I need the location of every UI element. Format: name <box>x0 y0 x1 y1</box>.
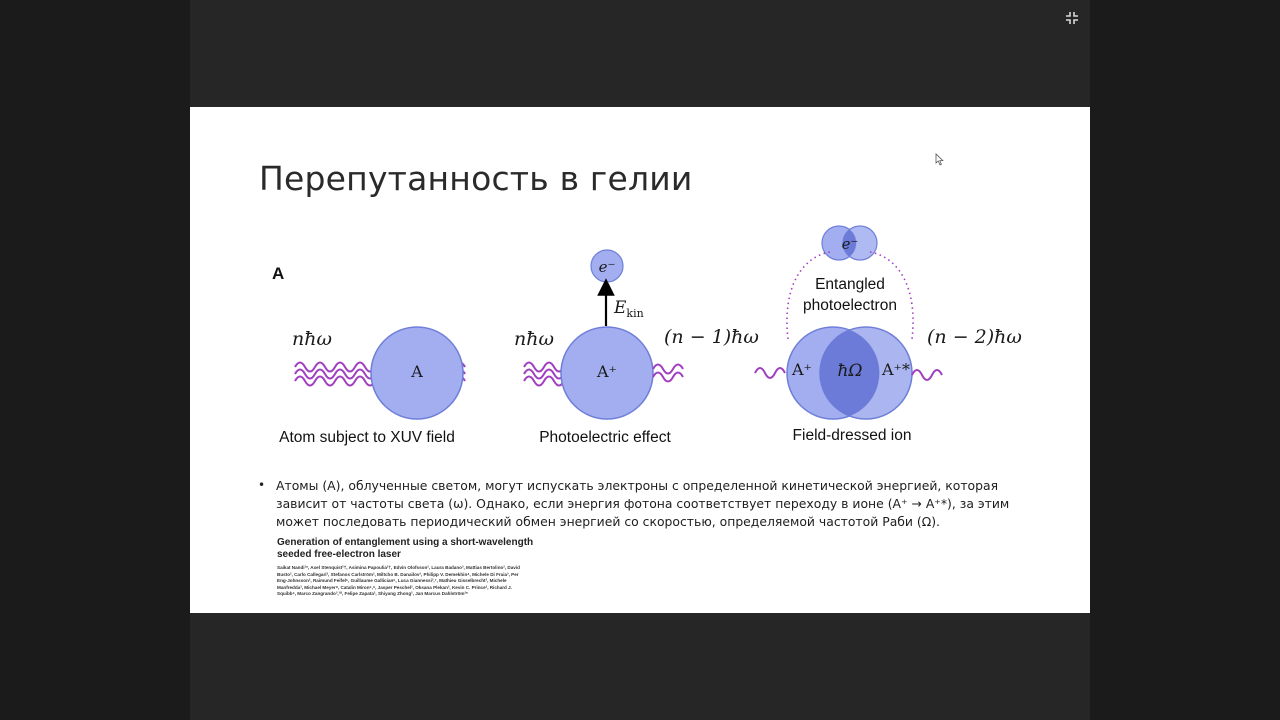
entangled-label-1: Entangled <box>815 276 885 293</box>
mouse-cursor-icon <box>935 153 944 166</box>
panel-label: A <box>272 264 284 283</box>
atom-sphere <box>370 326 464 420</box>
photon-label-2: nħω <box>514 328 554 350</box>
rabi-label: ħΩ <box>837 361 862 381</box>
bullet-text: Атомы (А), облученные светом, могут испу… <box>276 478 1010 529</box>
atom-label: A <box>410 362 423 381</box>
caption-atom: Atom subject to XUV field <box>279 429 455 446</box>
presentation-slide: Перепутанность в гелии A nħω A Atom subj… <box>190 107 1090 613</box>
caption-photoelectric: Photoelectric effect <box>539 429 671 446</box>
entangled-electron-overlap <box>842 229 857 257</box>
entanglement-figure: A nħω A Atom subject to XUV field e⁻ Eki… <box>272 225 1022 446</box>
photon-wave-4 <box>754 367 786 379</box>
dressed-ion-label-right: A⁺* <box>881 360 910 379</box>
ekin-label: Ekin <box>613 298 644 320</box>
photon-label-4: (n − 2)ħω <box>927 326 1022 348</box>
viewer-bottom-area <box>190 613 1090 720</box>
electron-label: e⁻ <box>599 258 616 276</box>
caption-field-dressed: Field-dressed ion <box>793 427 912 444</box>
dressed-ion-label-left: A⁺ <box>791 360 812 379</box>
viewer-top-area <box>190 0 1090 107</box>
entangled-label-2: photoelectron <box>803 297 897 314</box>
paper-authors: Saikat Nandi¹*, Axel Stenquist²†, Asimin… <box>277 565 520 596</box>
exit-fullscreen-icon[interactable] <box>1062 8 1082 28</box>
photon-wave-5 <box>911 369 943 381</box>
photon-wave-3 <box>652 363 684 383</box>
entangled-electron-label: e⁻ <box>842 235 859 253</box>
dressed-ion-overlap <box>819 329 880 417</box>
paper-title: Generation of entanglement using a short… <box>277 537 534 560</box>
entanglement-dotted-arc <box>786 251 914 340</box>
photon-label-1: nħω <box>292 328 332 350</box>
slide-title: Перепутанность в гелии <box>259 159 693 198</box>
ion-label: A⁺ <box>596 362 617 381</box>
photon-label-3: (n − 1)ħω <box>664 326 759 348</box>
bullet-marker: • <box>258 478 266 492</box>
ion-sphere <box>560 326 654 420</box>
